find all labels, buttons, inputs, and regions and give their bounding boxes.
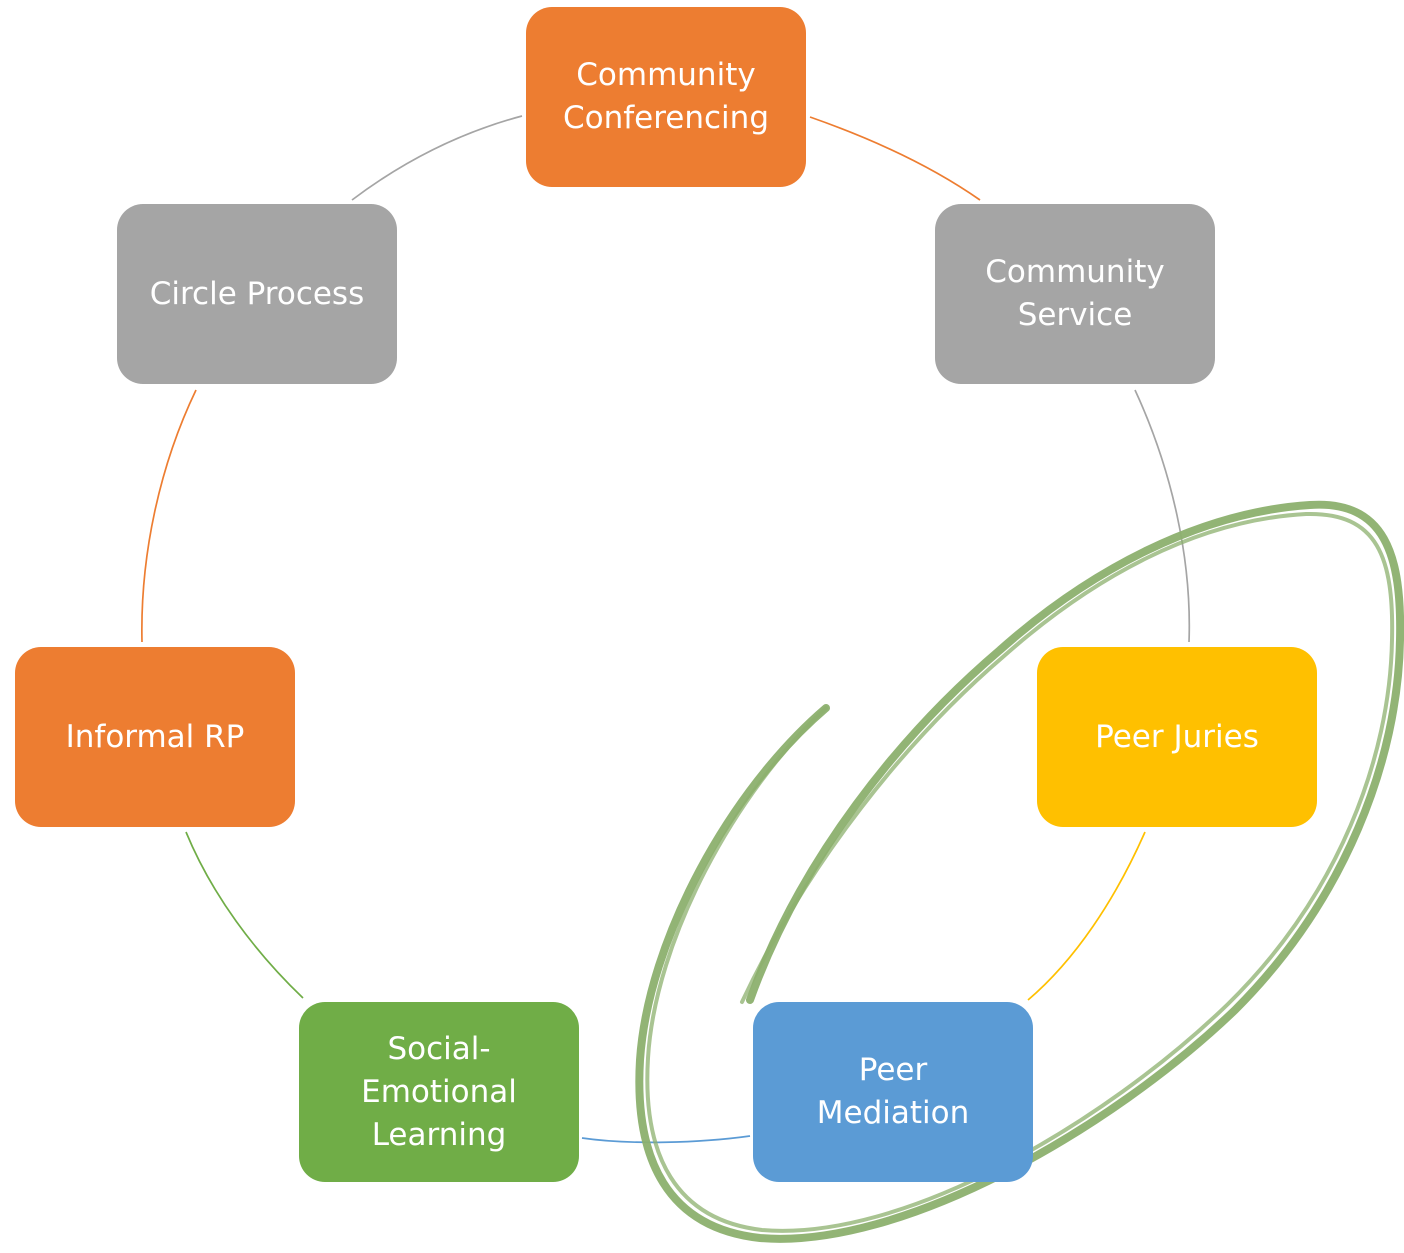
node-peer-juries: Peer Juries bbox=[1037, 647, 1317, 827]
node-label: Community Service bbox=[985, 254, 1165, 333]
node-label: Peer Mediation bbox=[816, 1052, 970, 1131]
node-label: Social- Emotional Learning bbox=[361, 1030, 517, 1153]
connector-circle-to-conferencing bbox=[351, 115, 523, 201]
node-social-emotional-learning: Social- Emotional Learning bbox=[299, 1002, 579, 1182]
hand-drawn-highlight-ellipse bbox=[635, 500, 1404, 1243]
node-informal-rp: Informal RP bbox=[15, 647, 295, 827]
node-peer-mediation: Peer Mediation bbox=[753, 1002, 1033, 1182]
node-label: Circle Process bbox=[149, 275, 365, 312]
node-label: Community Conferencing bbox=[562, 57, 769, 136]
node-community-conferencing: Community Conferencing bbox=[526, 7, 806, 187]
connector-juries-to-mediation bbox=[1027, 831, 1146, 1001]
connector-service-to-juries bbox=[1134, 389, 1191, 643]
connector-conferencing-to-service bbox=[809, 116, 981, 201]
connector-social-emotional-to-informal bbox=[185, 831, 304, 999]
node-label: Peer Juries bbox=[1095, 718, 1259, 755]
connector-informal-to-circle bbox=[141, 389, 197, 643]
node-community-service: Community Service bbox=[935, 204, 1215, 384]
connector-mediation-to-social-emotional bbox=[581, 1135, 751, 1144]
node-label: Informal RP bbox=[65, 718, 245, 755]
node-circle-process: Circle Process bbox=[117, 204, 397, 384]
